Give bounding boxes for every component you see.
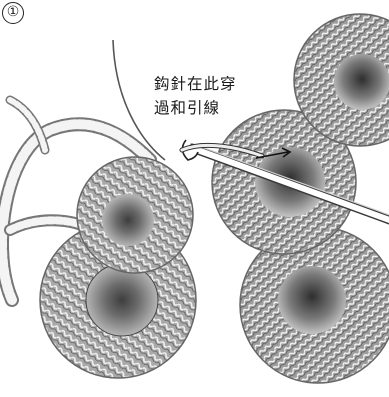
caption-line-2: 過和引線 bbox=[154, 96, 237, 120]
step-number-badge: ① bbox=[2, 2, 24, 24]
caption-line-1: 鈎針在此穿 bbox=[154, 72, 237, 96]
instruction-caption: 鈎針在此穿 過和引線 bbox=[154, 72, 237, 120]
left-ring-upper bbox=[77, 157, 193, 273]
